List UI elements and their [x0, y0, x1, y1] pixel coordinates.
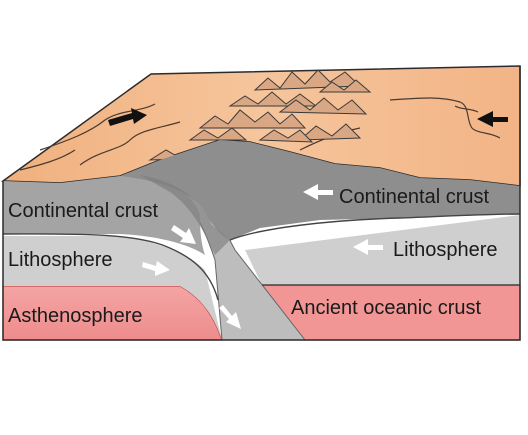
continental-crust-right-label: Continental crust [339, 186, 490, 208]
crust-root-shading [140, 175, 230, 255]
continental-crust-left-label: Continental crust [8, 200, 159, 222]
layer-boundaries [2, 213, 521, 301]
continental-crust-left-layer [3, 176, 205, 255]
surface-rivers [19, 97, 501, 171]
block-outline [2, 66, 521, 341]
lithosphere-left-label: Lithosphere [8, 249, 113, 271]
lithosphere-left-layer [3, 236, 222, 340]
white-arrow-icon [171, 225, 196, 244]
asthenosphere-label: Asthenosphere [8, 305, 143, 327]
white-arrow-icon [353, 239, 383, 255]
lithosphere-right-label: Lithosphere [393, 239, 498, 261]
white-arrow-icon [219, 305, 241, 329]
black-arrow-icon [108, 108, 147, 126]
mountain-range [148, 69, 372, 161]
black-arrow-icon [477, 111, 508, 127]
white-arrow-icon [142, 261, 170, 276]
white-arrow-icon [303, 184, 333, 200]
ancient-oceanic-crust-label: Ancient oceanic crust [291, 297, 482, 319]
